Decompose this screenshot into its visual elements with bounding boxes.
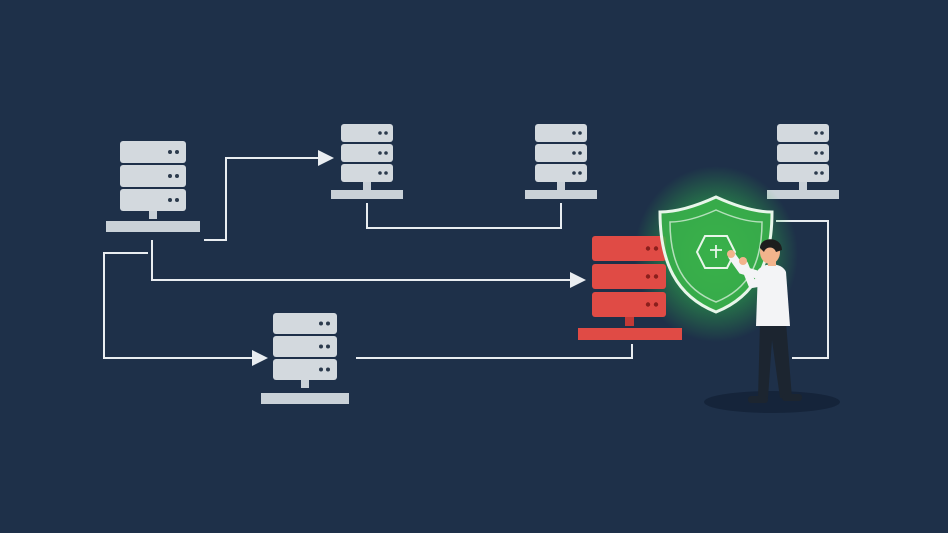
person-figure: [704, 239, 840, 413]
connector-a-to-b: [204, 150, 334, 241]
server-e: [261, 313, 349, 404]
server-icon: [525, 124, 597, 199]
connector-b-to-c: [366, 203, 562, 229]
server-icon: [331, 124, 403, 199]
server-icon: [578, 236, 682, 340]
server-c: [525, 124, 597, 199]
server-b: [331, 124, 403, 199]
server-icon: [767, 124, 839, 199]
lock-icon: [695, 235, 737, 269]
connector-a-to-f: [151, 240, 586, 288]
connector-a-to-e: [103, 252, 268, 366]
connector-lines: [103, 150, 829, 366]
server-icon: [261, 313, 349, 404]
server-a: [106, 141, 200, 232]
server-d: [767, 124, 839, 199]
server-icon: [106, 141, 200, 232]
connector-e-to-f: [356, 344, 633, 359]
figure-shadow: [704, 391, 840, 413]
server-f: [578, 236, 682, 340]
shield-icon: [658, 195, 774, 314]
connector-d-to-figure: [776, 220, 829, 359]
